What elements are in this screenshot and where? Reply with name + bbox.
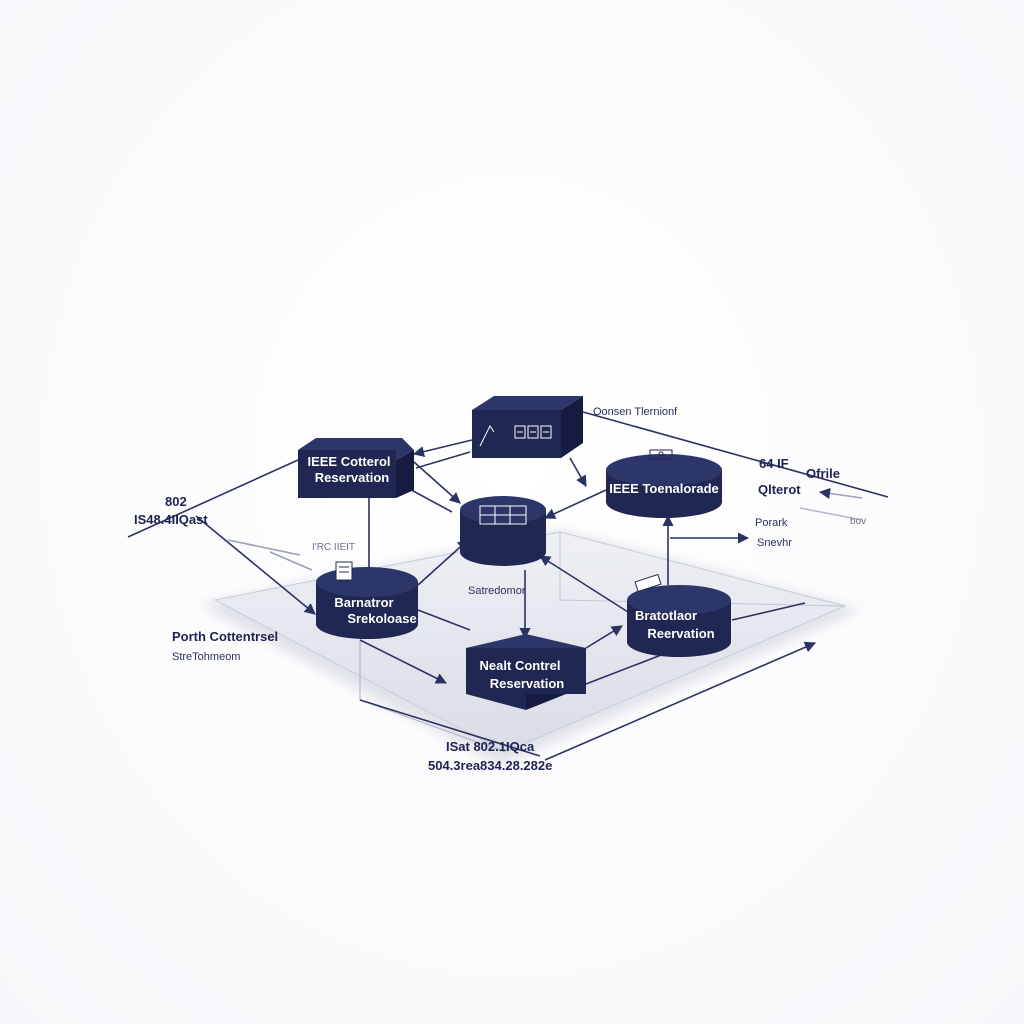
node-ieee-right-line1: IEEE Toenalorade	[609, 481, 719, 496]
conn-leftcyl-bottom-2	[359, 639, 448, 684]
label-right-c: Qlterot	[758, 482, 801, 497]
label-right-e: Snevhr	[757, 537, 792, 549]
node-bottom-line1: Nealt Contrel	[480, 658, 561, 673]
connections	[127, 411, 889, 761]
conn-faint-2	[269, 551, 313, 571]
device-icon	[335, 561, 353, 581]
label-right-b: Ofrile	[806, 466, 840, 481]
label-port-line2: StreTohmeom	[172, 651, 240, 663]
conn-ieee-center	[413, 461, 461, 504]
conn-bottom-rightcyl	[585, 625, 623, 649]
node-ieee-control-line1: IEEE Cotterol	[307, 454, 390, 469]
conn-leftcyl-bottom	[417, 609, 471, 631]
panel-grid-icon	[479, 505, 527, 525]
label-left-num: 802	[165, 494, 187, 509]
node-left-cyl-line2: Srekoloase	[347, 611, 416, 626]
label-left-code: IS48.4IIQast	[134, 512, 208, 527]
node-center-cylinder[interactable]	[460, 496, 546, 566]
conn-left-ieee	[127, 459, 299, 538]
label-center: Satredomor	[468, 585, 526, 597]
conn-rightlink	[818, 487, 863, 499]
labels: Oonsen Tlernionf 802 IS48.4IIQast 64 IF …	[134, 406, 866, 773]
node-ieee-control[interactable]: IEEE Cotterol Reservation	[298, 438, 414, 498]
label-port-line1: Porth Cottentrsel	[172, 629, 278, 644]
node-top-box[interactable]	[472, 396, 583, 458]
label-bottom-line1: ISat 802.1IQca	[446, 739, 535, 754]
conn-center-rightcyl	[539, 555, 629, 613]
conn-ieeeright-center	[543, 489, 607, 519]
label-small-left: I'RC IIEIT	[312, 542, 355, 553]
node-bottom-line2: Reservation	[490, 676, 564, 691]
conn-leftfaint	[227, 539, 301, 556]
conn-top-ieee	[412, 439, 473, 458]
keyboard-icon	[634, 573, 662, 593]
conn-bottom-diag	[544, 641, 817, 761]
label-bottom-line2: 504.3rea834.28.282e	[428, 758, 552, 773]
label-right-d: Porark	[755, 517, 788, 529]
node-left-cyl-line1: Barnatror	[334, 595, 393, 610]
conn-center-leftcyl	[417, 539, 469, 586]
node-left-cylinder[interactable]: Barnatror Srekoloase	[316, 561, 418, 639]
node-right-cylinder[interactable]: Bratotlaor Reervation	[627, 573, 731, 657]
conn-top-right	[582, 411, 889, 498]
node-ieee-right[interactable]: IEEE Toenalorade	[606, 449, 722, 518]
node-right-cyl-line2: Reervation	[647, 626, 714, 641]
conn-bottom-left	[359, 699, 541, 757]
conn-rightcyl-right	[731, 602, 806, 621]
conn-faint-3	[799, 507, 863, 521]
camera-icon	[649, 449, 673, 460]
conn-top-ieeeright	[569, 457, 587, 487]
conn-ieee-top	[415, 451, 471, 469]
node-bottom-box[interactable]: Nealt Contrel Reservation	[466, 634, 586, 710]
server-rack-icon	[479, 425, 552, 447]
label-right-a: 64 IF	[759, 456, 789, 471]
label-top-right: Oonsen Tlernionf	[593, 406, 678, 418]
conn-left-leftcyl	[195, 515, 316, 615]
node-ieee-control-line2: Reservation	[315, 470, 389, 485]
label-right-f: bov	[850, 516, 866, 527]
node-right-cyl-line1: Bratotlaor	[635, 608, 697, 623]
